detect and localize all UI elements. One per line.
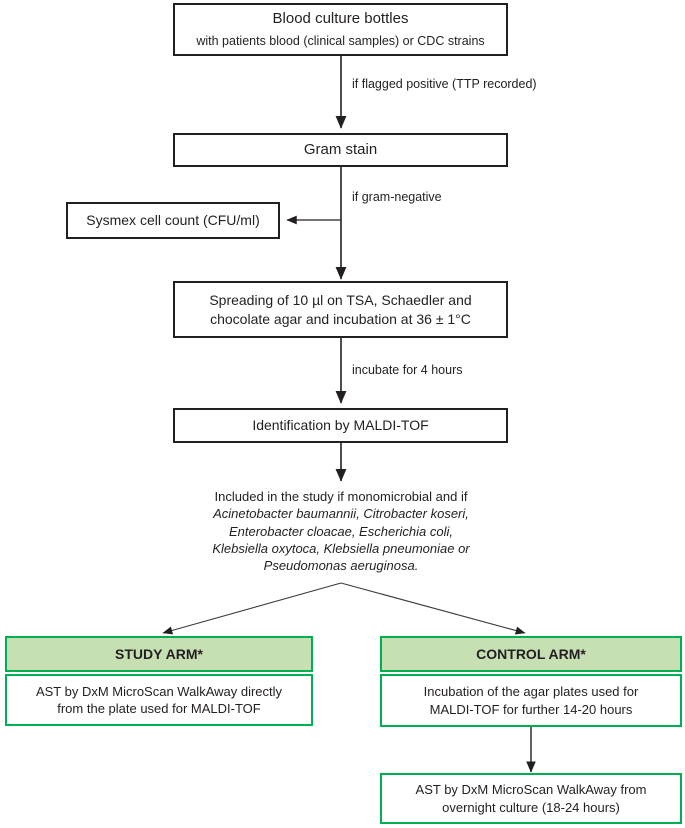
- node-control-arm-body: Incubation of the agar plates used for M…: [380, 674, 682, 727]
- control-arm-result-line1: AST by DxM MicroScan WalkAway from: [415, 782, 647, 798]
- node-study-arm-body-text: AST by DxM MicroScan WalkAway directly f…: [28, 683, 290, 717]
- arrow-split-to-control-arm: [340, 582, 526, 635]
- node-sysmex-cell-count: Sysmex cell count (CFU/ml): [66, 202, 280, 239]
- study-arm-body-line1: AST by DxM MicroScan WalkAway directly: [35, 683, 283, 699]
- control-arm-body-line2: MALDI-TOF for further 14-20 hours: [429, 701, 633, 717]
- node-blood-culture-line1: Blood culture bottles: [272, 10, 409, 28]
- node-gram-stain: Gram stain: [173, 133, 508, 167]
- node-blood-culture-text: Blood culture bottles with patients bloo…: [188, 8, 492, 50]
- inclusion-line3: Enterobacter cloacae, Escherichia coli,: [228, 523, 453, 539]
- node-gram-stain-text: Gram stain: [303, 141, 378, 159]
- node-spreading-line2: chocolate agar and incubation at 36 ± 1°…: [210, 310, 471, 327]
- node-spreading-line1: Spreading of 10 µl on TSA, Schaedler and: [209, 292, 472, 309]
- node-control-arm-header-text: CONTROL ARM*: [476, 645, 586, 662]
- node-identification-maldi-tof: Identification by MALDI-TOF: [173, 408, 508, 443]
- node-control-arm-result: AST by DxM MicroScan WalkAway from overn…: [380, 773, 682, 824]
- arrow-split-to-study-arm: [162, 582, 342, 635]
- node-control-arm-header: CONTROL ARM*: [380, 636, 682, 672]
- inclusion-line4: Klebsiella oxytoca, Klebsiella pneumonia…: [212, 540, 470, 556]
- edge-label-flagged-positive: if flagged positive (TTP recorded): [352, 77, 537, 91]
- node-control-arm-result-text: AST by DxM MicroScan WalkAway from overn…: [408, 781, 655, 815]
- study-arm-body-line2: from the plate used for MALDI-TOF: [57, 701, 261, 716]
- control-arm-result-line2: overnight culture (18-24 hours): [442, 799, 620, 815]
- edge-label-gram-negative: if gram-negative: [352, 190, 442, 204]
- node-study-arm-body: AST by DxM MicroScan WalkAway directly f…: [5, 674, 313, 726]
- node-study-arm-header: STUDY ARM*: [5, 636, 313, 672]
- node-spreading-text: Spreading of 10 µl on TSA, Schaedler and…: [201, 291, 479, 328]
- inclusion-line1: Included in the study if monomicrobial a…: [214, 489, 468, 504]
- inclusion-line5: Pseudomonas aeruginosa.: [263, 558, 419, 574]
- node-sysmex-text: Sysmex cell count (CFU/ml): [86, 212, 260, 229]
- inclusion-line2: Acinetobacter baumannii, Citrobacter kos…: [213, 506, 469, 522]
- node-spreading: Spreading of 10 µl on TSA, Schaedler and…: [173, 281, 508, 338]
- inclusion-criteria-text: Included in the study if monomicrobial a…: [171, 488, 511, 574]
- node-control-arm-body-text: Incubation of the agar plates used for M…: [416, 683, 647, 717]
- node-blood-culture-line2: with patients blood (clinical samples) o…: [196, 33, 485, 48]
- node-study-arm-header-text: STUDY ARM*: [115, 645, 203, 662]
- control-arm-body-line1: Incubation of the agar plates used for: [423, 684, 639, 700]
- node-identification-text: Identification by MALDI-TOF: [252, 417, 429, 434]
- edge-label-incubate-4-hours: incubate for 4 hours: [352, 363, 463, 377]
- node-blood-culture-bottles: Blood culture bottles with patients bloo…: [173, 3, 508, 56]
